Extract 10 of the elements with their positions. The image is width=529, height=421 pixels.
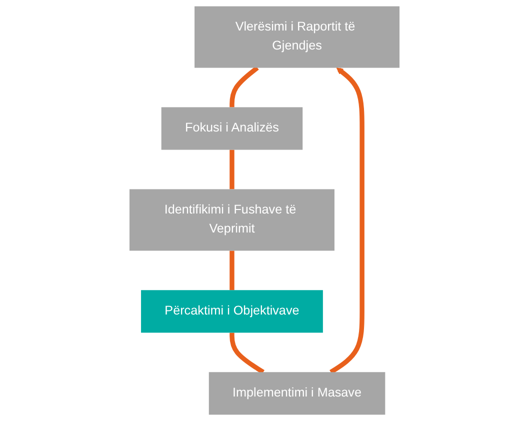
node-box: Identifikimi i Fushave të Veprimit <box>130 189 334 251</box>
node-box: Implementimi i Masave <box>208 372 386 415</box>
connector <box>230 66 259 108</box>
node-box: Vlerësimi i Raportit të Gjendjes <box>194 6 400 68</box>
connector <box>230 332 264 374</box>
node-box: Fokusi i Analizës <box>161 107 303 150</box>
connector <box>230 250 234 290</box>
connector <box>230 150 234 190</box>
node-box: Përcaktimi i Objektivave <box>141 290 323 333</box>
arrow <box>330 67 364 374</box>
